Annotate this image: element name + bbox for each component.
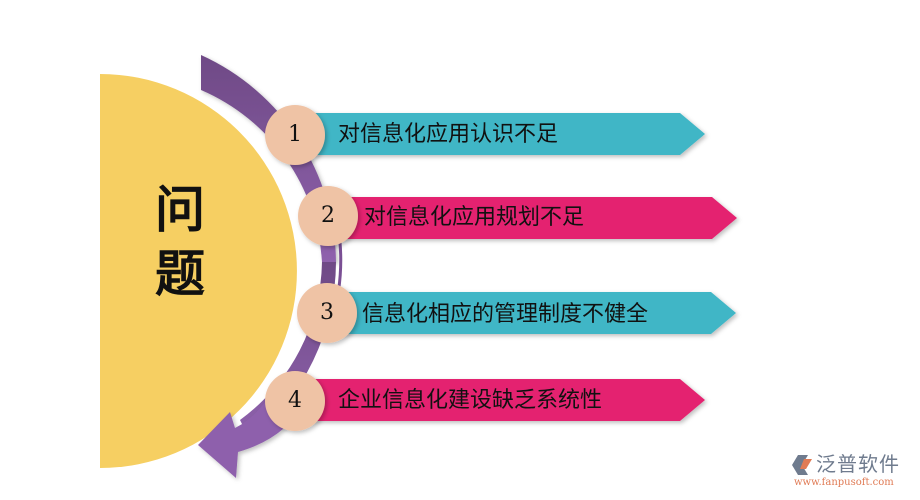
banner-3 bbox=[330, 292, 736, 334]
brand-logo: 泛普软件 www.fanpusoft.com bbox=[790, 452, 915, 496]
item-label-1: 对信息化应用认识不足 bbox=[338, 122, 559, 147]
logo-url: www.fanpusoft.com bbox=[794, 477, 894, 488]
number-circle-4 bbox=[265, 371, 325, 431]
banner-2 bbox=[330, 197, 737, 239]
logo-name: 泛普软件 bbox=[816, 452, 900, 476]
number-circle-3 bbox=[297, 283, 357, 343]
center-title-line2: 题 bbox=[155, 245, 205, 303]
item-number-2: 2 bbox=[321, 203, 335, 228]
curved-arrow-icon bbox=[201, 55, 336, 262]
item-number-4: 4 bbox=[288, 388, 302, 413]
logo-icon bbox=[792, 455, 812, 475]
item-number-1: 1 bbox=[288, 122, 302, 147]
item-label-4: 企业信息化建设缺乏系统性 bbox=[338, 388, 603, 413]
center-title: 问 题 bbox=[140, 178, 220, 306]
number-circle-1 bbox=[265, 105, 325, 165]
item-number-3: 3 bbox=[320, 300, 334, 325]
center-title-line1: 问 bbox=[155, 181, 205, 239]
item-label-2: 对信息化应用规划不足 bbox=[364, 205, 585, 230]
banner-4 bbox=[300, 379, 705, 421]
item-label-3: 信息化相应的管理制度不健全 bbox=[362, 302, 649, 327]
number-circle-2 bbox=[298, 186, 358, 246]
banner-1 bbox=[300, 113, 705, 155]
center-half-circle bbox=[100, 74, 297, 468]
